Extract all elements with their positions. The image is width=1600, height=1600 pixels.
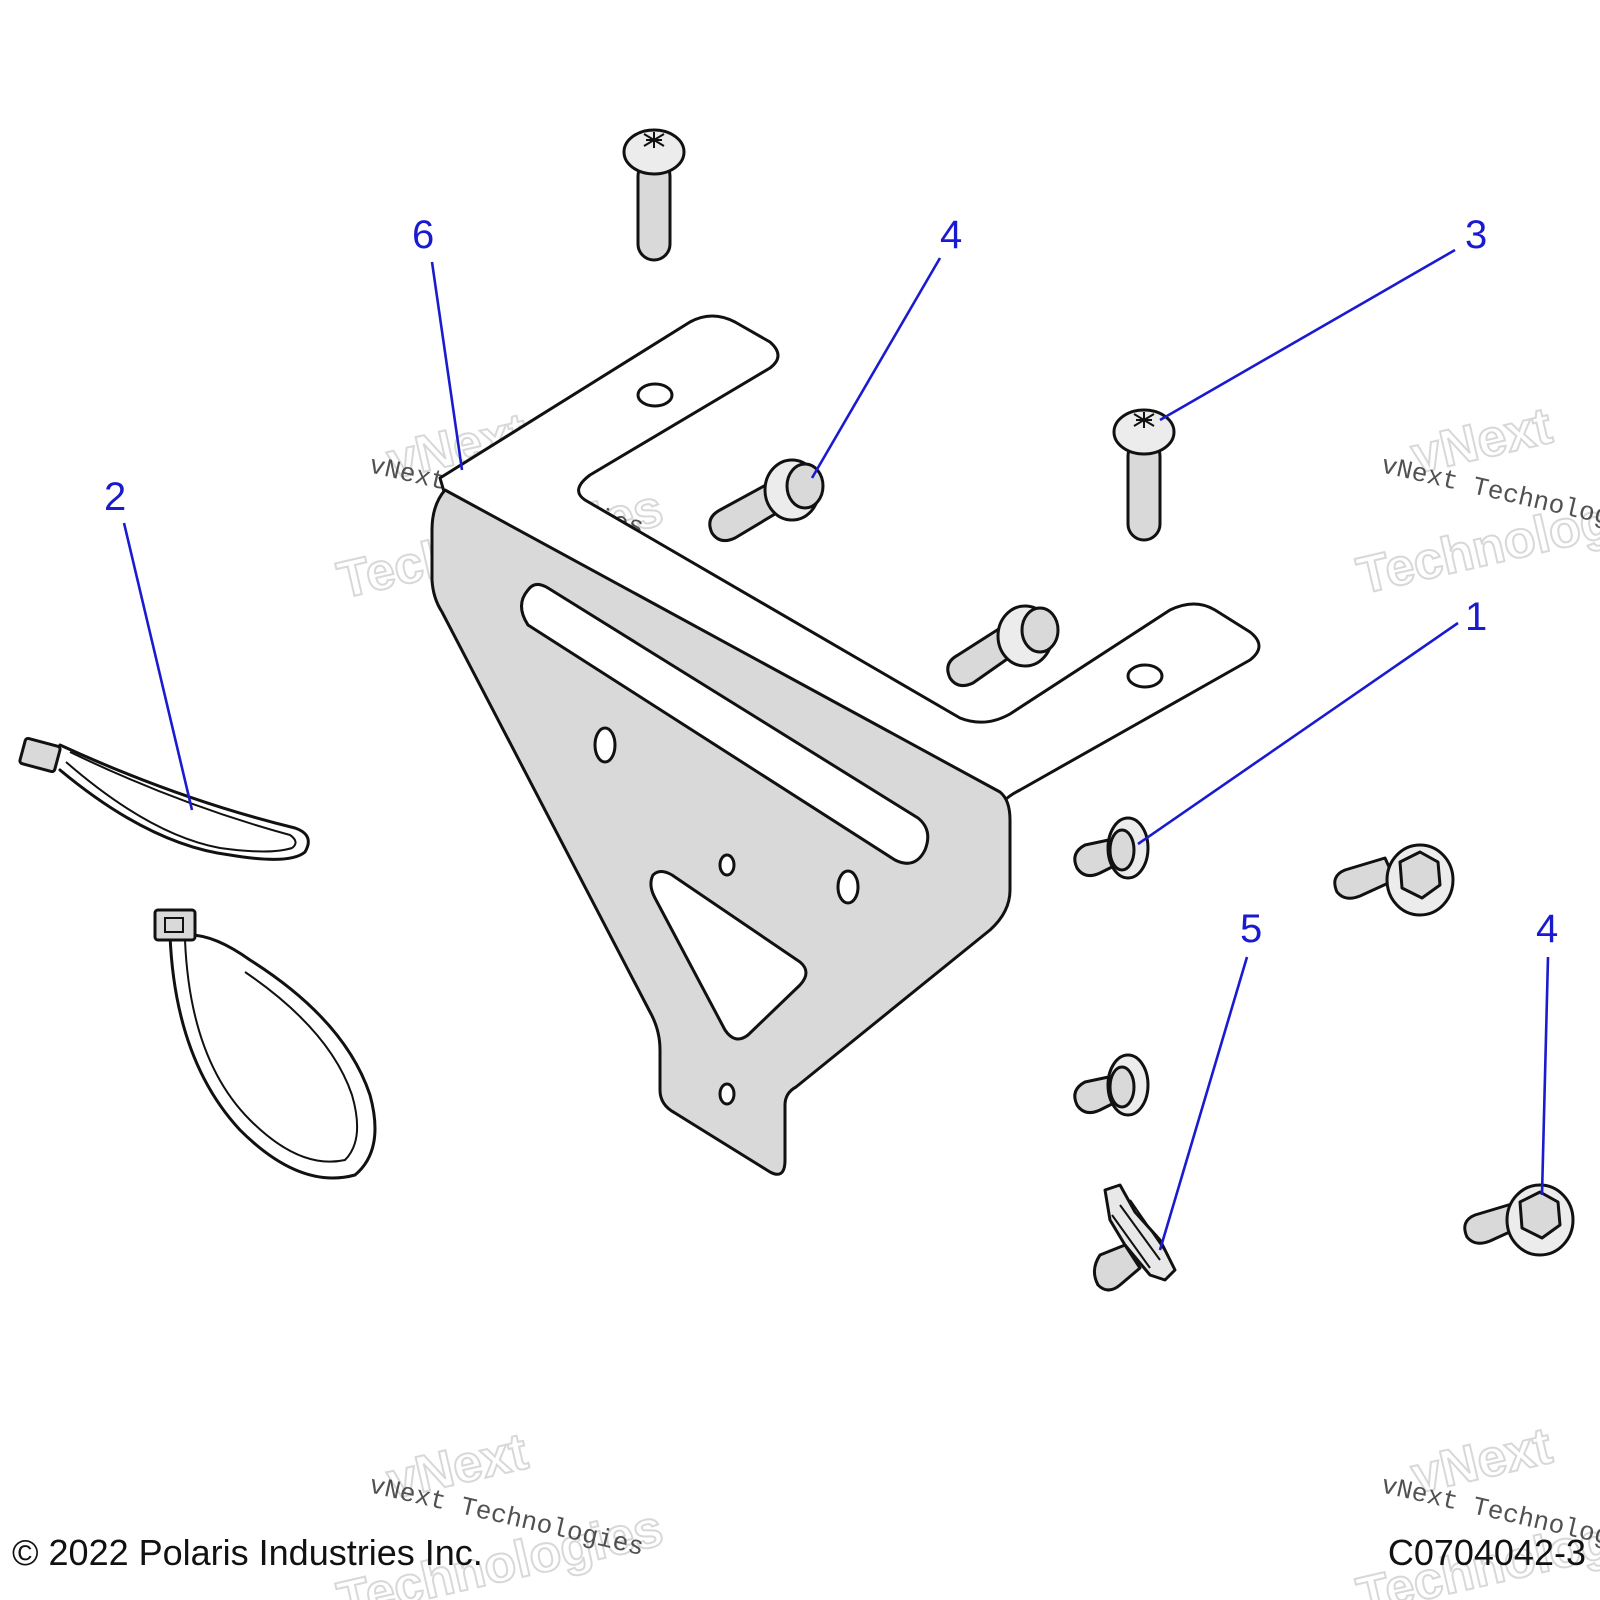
push-stud-lower bbox=[1073, 1053, 1150, 1117]
hex-bolt-part-4-bottom bbox=[1463, 1183, 1575, 1257]
hex-bolt-right-middle bbox=[1333, 843, 1455, 917]
cable-tie-loop bbox=[153, 908, 377, 1180]
leader-line-4-top bbox=[810, 257, 942, 479]
leader-line-1 bbox=[1137, 621, 1459, 846]
clip-part-5 bbox=[1093, 1183, 1177, 1292]
figure-id: C0704042-3 bbox=[1387, 1532, 1586, 1573]
push-stud-part-1 bbox=[1073, 816, 1150, 880]
callout-3[interactable]: 3 bbox=[1465, 213, 1487, 257]
leader-line-4-bottom bbox=[1540, 956, 1550, 1196]
flange-bolt-top bbox=[708, 458, 825, 543]
callout-2[interactable]: 2 bbox=[104, 475, 126, 519]
callout-5[interactable]: 5 bbox=[1240, 907, 1262, 951]
bracket-part bbox=[430, 314, 1261, 1176]
cable-tie-part-2 bbox=[18, 736, 310, 861]
callout-4-bottom[interactable]: 4 bbox=[1536, 907, 1558, 951]
leader-line-6 bbox=[430, 261, 464, 471]
screw-top bbox=[622, 128, 686, 262]
screw-part-3 bbox=[1112, 408, 1176, 542]
copyright-notice: © 2022 Polaris Industries Inc. bbox=[12, 1532, 483, 1573]
flange-bolt-middle bbox=[946, 604, 1060, 688]
callout-4-top[interactable]: 4 bbox=[940, 213, 962, 257]
leader-line-2 bbox=[122, 522, 194, 811]
callout-1[interactable]: 1 bbox=[1465, 595, 1487, 639]
leader-line-5 bbox=[1158, 956, 1249, 1251]
callout-6[interactable]: 6 bbox=[412, 213, 434, 257]
leader-line-3 bbox=[1159, 248, 1456, 422]
